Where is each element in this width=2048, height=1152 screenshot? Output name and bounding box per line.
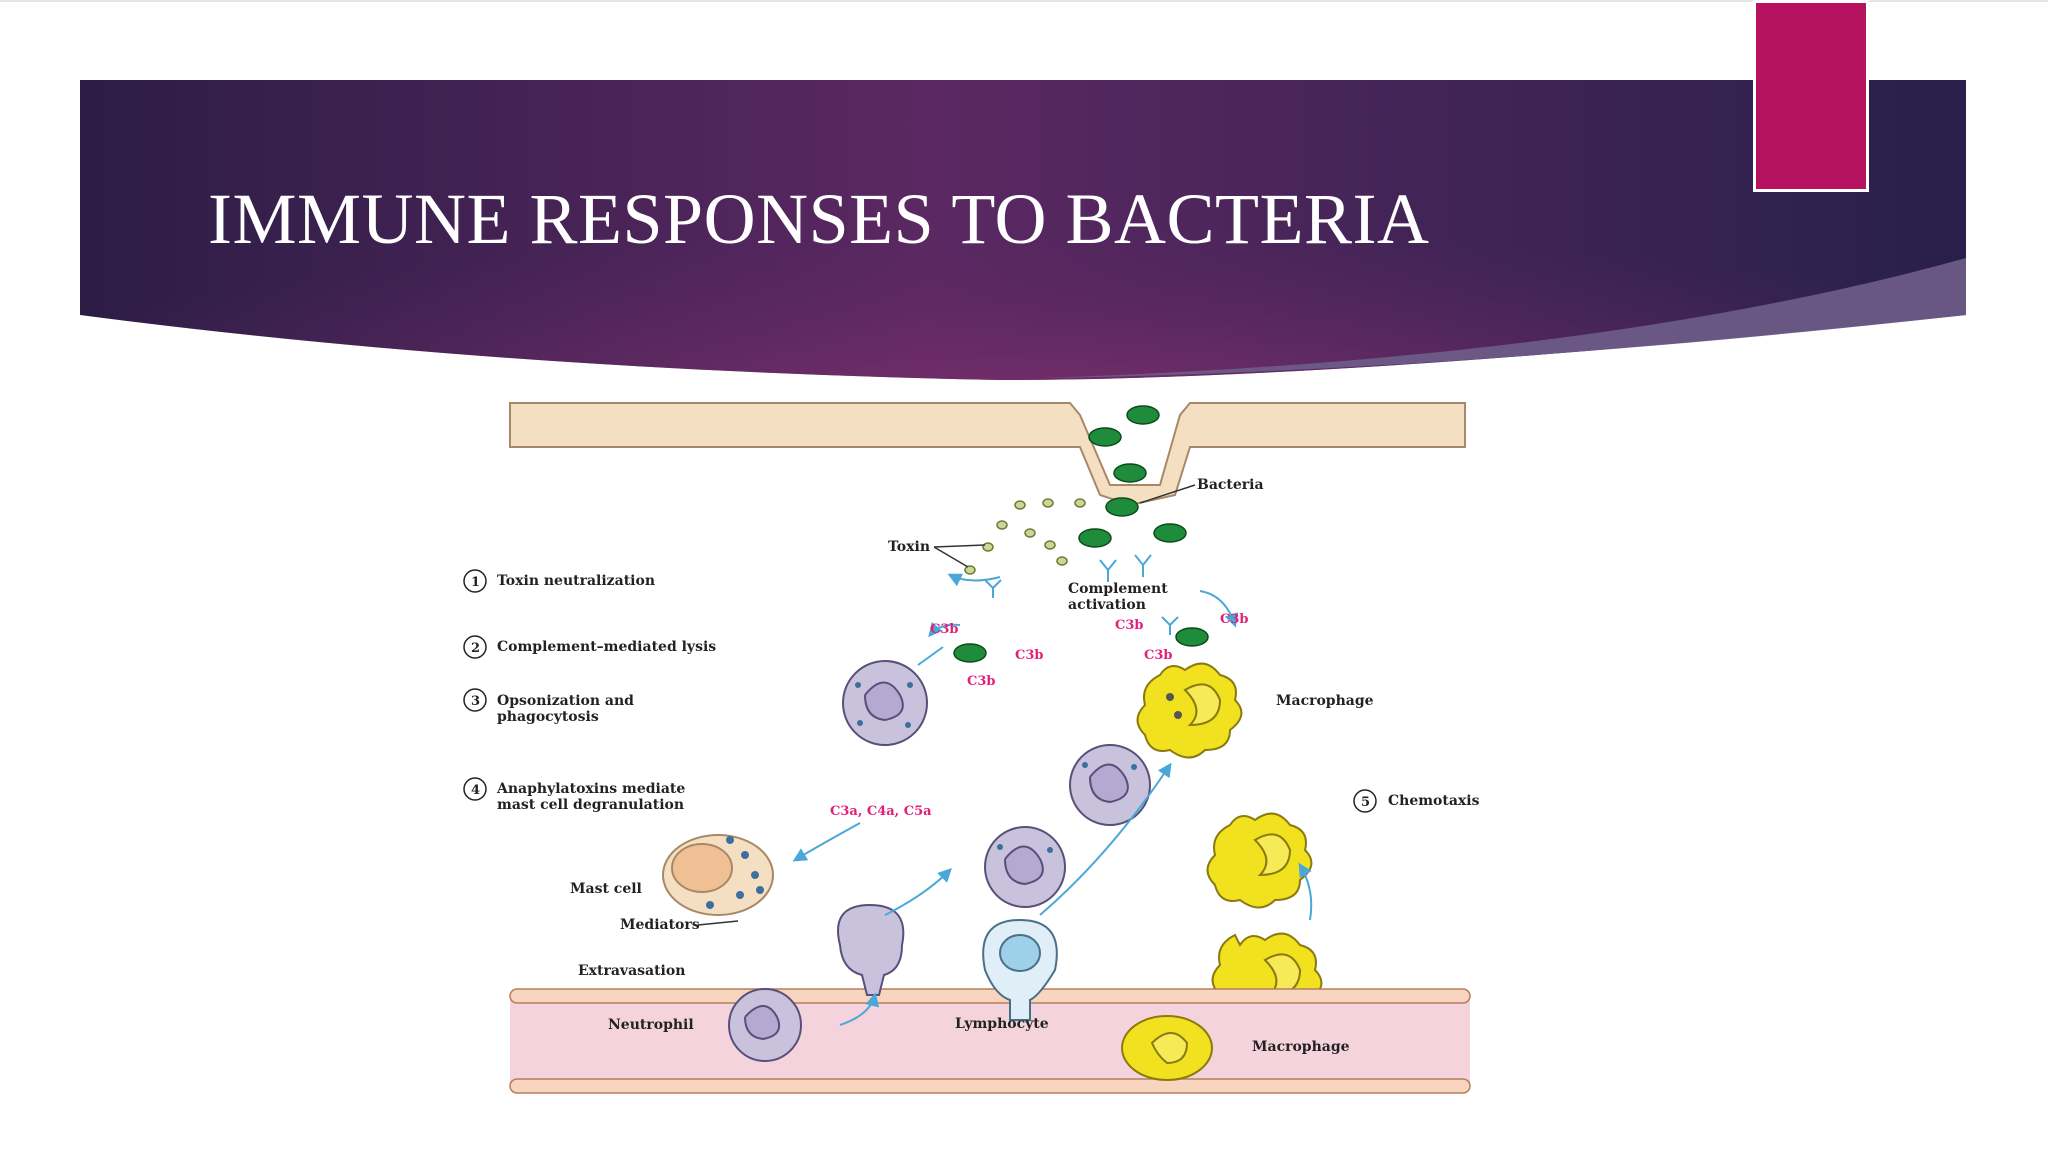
label-mast-cell: Mast cell [570, 881, 642, 897]
label-c3b: C3b [930, 622, 958, 637]
step-3-label-1: Opsonization and [497, 693, 634, 709]
svg-text:4: 4 [471, 783, 480, 798]
label-c3b: C3b [1015, 648, 1043, 663]
mast-cell [663, 835, 773, 915]
label-anaphylatoxins: C3a, C4a, C5a [830, 804, 932, 819]
label-c3b: C3b [1144, 648, 1172, 663]
bacterium [1079, 529, 1111, 547]
skin-layer [510, 403, 1465, 505]
bacterium [954, 644, 986, 662]
label-toxin: Toxin [888, 539, 930, 555]
label-neutrophil: Neutrophil [608, 1017, 694, 1033]
neutrophil-cell [729, 989, 801, 1061]
step-5-label: Chemotaxis [1388, 793, 1480, 809]
macrophage-cell [1208, 814, 1312, 908]
bacterium [1127, 406, 1159, 424]
step-4-label-2: mast cell degranulation [497, 797, 684, 813]
label-extravasation: Extravasation [578, 963, 685, 979]
bacterium [1176, 628, 1208, 646]
label-c3b: C3b [1220, 612, 1248, 627]
accent-tab [1753, 0, 1869, 192]
neutrophil-cell [985, 827, 1065, 907]
step-2-label: Complement–mediated lysis [497, 639, 716, 655]
neutrophil-cell [838, 905, 903, 995]
neutrophil-cell [1070, 745, 1150, 825]
bacterium [1106, 498, 1138, 516]
toxin-particles [965, 499, 1085, 574]
label-bacteria: Bacteria [1197, 477, 1264, 493]
label-mediators: Mediators [620, 917, 700, 933]
label-macrophage: Macrophage [1252, 1039, 1350, 1055]
step-3: 3 Opsonization and phagocytosis [464, 689, 634, 725]
immune-response-diagram: Bacteria Toxin Complement activation C3b… [440, 385, 1620, 1115]
macrophage-cell [1122, 1016, 1212, 1080]
label-complement-2: activation [1068, 597, 1146, 613]
step-1: 1 Toxin neutralization [464, 570, 655, 592]
label-lymphocyte: Lymphocyte [955, 1016, 1049, 1032]
step-2: 2 Complement–mediated lysis [464, 636, 716, 658]
bacterium [1089, 428, 1121, 446]
bacterium [1114, 464, 1146, 482]
label-complement-1: Complement [1068, 581, 1168, 597]
step-4: 4 Anaphylatoxins mediate mast cell degra… [464, 778, 685, 813]
bacterium [1154, 524, 1186, 542]
svg-text:5: 5 [1361, 795, 1370, 810]
svg-text:3: 3 [471, 694, 480, 709]
step-1-label: Toxin neutralization [497, 573, 655, 589]
step-4-label-1: Anaphylatoxins mediate [496, 781, 685, 797]
step-3-label-2: phagocytosis [497, 709, 599, 725]
label-c3b: C3b [1115, 618, 1143, 633]
macrophage-cell [1138, 664, 1242, 758]
neutrophil-cell [843, 661, 927, 745]
slide-title: IMMUNE RESPONSES TO BACTERIA [208, 178, 1430, 261]
svg-text:1: 1 [471, 575, 480, 590]
svg-text:2: 2 [471, 641, 480, 656]
label-c3b: C3b [967, 674, 995, 689]
label-macrophage: Macrophage [1276, 693, 1374, 709]
step-5: 5 Chemotaxis [1354, 790, 1480, 812]
